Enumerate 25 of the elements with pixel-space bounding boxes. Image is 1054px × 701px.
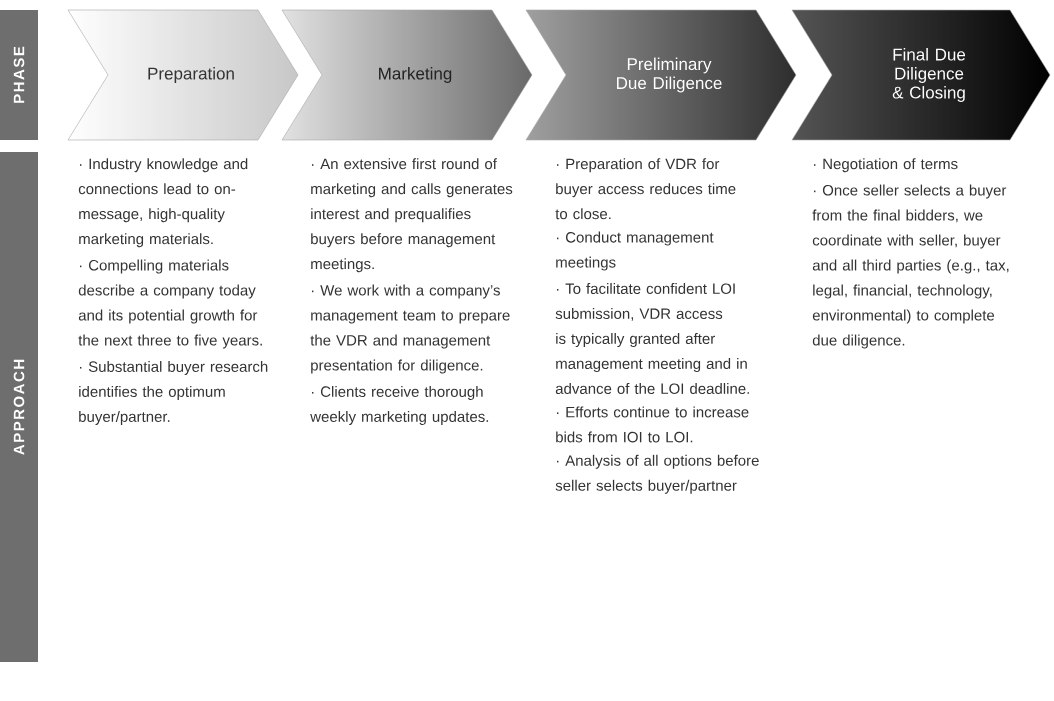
side-band <box>0 10 38 140</box>
bullet-text: · Analysis of all options before seller selects buyer/partner <box>555 454 759 494</box>
bullet-text: · Clients receive thorough weekly marketing updates. <box>310 385 489 425</box>
bullet-text: · Preparation of VDR for buyer access reduces time to close. <box>555 158 736 220</box>
node-text: Marketing <box>379 67 452 83</box>
bullet-text: · An extensive first round of marketing and calls generates interest and prequalifies buyers before management meetings. <box>311 158 513 273</box>
bullet-text: · Negotiation of terms <box>814 158 958 173</box>
phase-shape <box>525 9 797 141</box>
bullet-text: · Conduct management meetings <box>556 231 714 271</box>
bullet-text: · Substantial buyer research identifies the optimum buyer/partner. <box>79 360 268 425</box>
phase-shape <box>791 9 1051 141</box>
bullet-text: · Once seller selects a buyer from the final bidders, we coordinate with seller, buyer and all third parties (e.g., tax, legal, financial, technology, environmental) to complete due diligence. <box>812 184 1009 349</box>
node-text: PHASE <box>13 46 25 103</box>
bullet-text: · Compelling materials describe a company today and its potential growth for the next three to five years. <box>78 259 262 349</box>
phase-shape <box>67 9 299 141</box>
bullet-text: · Industry knowledge and connections lead to on-message, high-quality marketing materials. <box>78 158 248 248</box>
phase-shape <box>281 9 533 141</box>
node-text: APPROACH <box>13 359 25 455</box>
node-text: Preparation <box>148 67 234 83</box>
bullet-text: · To facilitate confident LOI submission, VDR access is typically granted after management meeting and in advance of the LOI deadline. <box>555 283 749 394</box>
side-band <box>0 152 38 662</box>
bullet-text: · Efforts continue to increase bids from IOI to LOI. <box>556 406 749 443</box>
bullet-text: · We work with a company’s management team to prepare the VDR and management presentation for diligence. <box>310 284 510 374</box>
node-text: Preliminary Due Diligence <box>617 57 722 93</box>
node-text: Final Due Diligence & Closing <box>892 48 966 102</box>
